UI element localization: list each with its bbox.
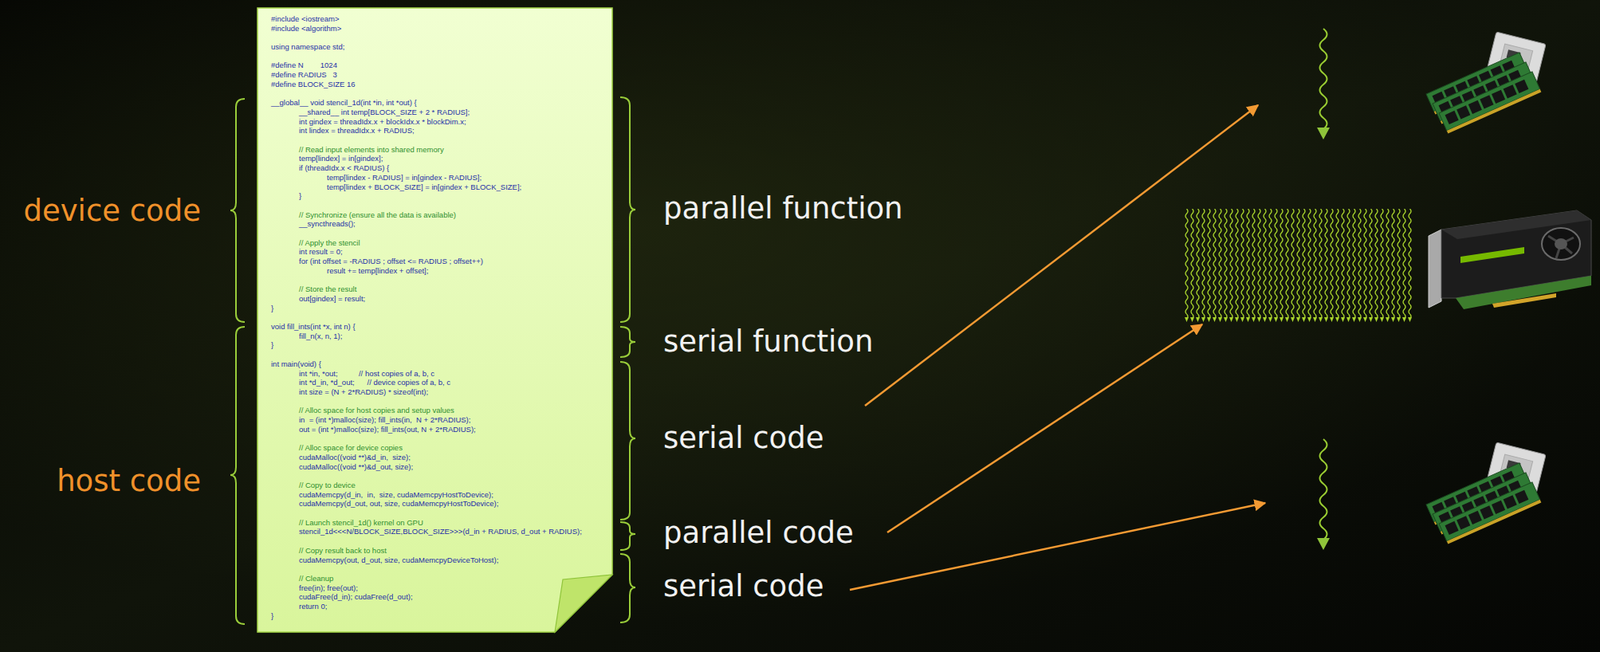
thread-arrowhead (1316, 538, 1330, 551)
brace (620, 361, 636, 520)
code-line: using namespace std; (271, 42, 345, 52)
code-comment: // Cleanup (271, 573, 334, 584)
pointer-arrow (887, 324, 1203, 533)
code-line: #define RADIUS 3 (271, 70, 338, 80)
section-label: host code (56, 463, 201, 500)
code-line: result += temp[lindex + offset]; (271, 266, 429, 276)
cpu-ram-picture (1426, 31, 1546, 134)
code-line: in = (int *)malloc(size); fill_ints(in, … (271, 415, 471, 425)
card-contacts (1492, 293, 1557, 308)
code-line: temp[lindex - RADIUS] = in[gindex - RADI… (271, 172, 482, 183)
code-comment: // Apply the stencil (271, 238, 361, 248)
brace-label: serial function (663, 324, 873, 360)
code-line: int gindex = threadIdx.x + blockIdx.x * … (271, 117, 467, 127)
code-line: #define BLOCK_SIZE 16 (271, 79, 356, 90)
serial-thread (1320, 439, 1328, 540)
code-line: #include <iostream> (271, 14, 340, 24)
code-line: } (271, 303, 274, 314)
code-line: #define N 1024 (271, 60, 338, 71)
code-line: int result = 0; (271, 247, 343, 257)
code-line: int main(void) { (271, 359, 322, 370)
card-stripe (1460, 247, 1525, 264)
code-page: #include <iostream>#include <algorithm> u… (257, 7, 613, 633)
brace-label: parallel function (663, 191, 904, 227)
code-line: int *d_in, *d_out; // device copies of a… (271, 377, 451, 388)
code-line: #include <algorithm> (271, 23, 342, 34)
brace (620, 97, 636, 323)
code-comment: // Alloc space for device copies (271, 443, 403, 453)
code-line: cudaMemcpy(out, d_out, size, cudaMemcpyD… (271, 555, 499, 566)
code-line: out = (int *)malloc(size); fill_ints(out… (271, 424, 476, 435)
code-line: __syncthreads(); (271, 219, 356, 229)
code-line: if (threadIdx.x < RADIUS) { (271, 163, 390, 173)
gpu-card-picture (1428, 210, 1592, 310)
brace-label: serial code (663, 420, 824, 457)
code-comment: // Read input elements into shared memor… (271, 145, 445, 155)
code-line: fill_n(x, n, 1); (271, 331, 343, 342)
code-line: temp[lindex + BLOCK_SIZE] = in[gindex + … (271, 182, 522, 193)
brace (620, 522, 636, 551)
code-line: __global__ void stencil_1d(int *in, int … (271, 98, 417, 108)
code-line: return 0; (271, 601, 327, 612)
brace (230, 98, 245, 323)
brace (620, 554, 636, 623)
code-line: } (271, 340, 274, 350)
brace (230, 326, 245, 625)
code-line: cudaFree(d_in); cudaFree(d_out); (271, 592, 413, 602)
brace (620, 326, 636, 358)
code-comment: // Store the result (271, 284, 357, 295)
parallel-thread-heads (1183, 317, 1413, 324)
code-line: cudaMemcpy(d_in, in, size, cudaMemcpyHos… (271, 490, 494, 500)
fan-blades (1548, 235, 1574, 259)
code-line: for (int offset = -RADIUS ; offset <= RA… (271, 256, 484, 267)
code-line: cudaMemcpy(d_out, out, size, cudaMemcpyH… (271, 499, 499, 509)
code-line: cudaMalloc((void **)&d_in, size); (271, 452, 411, 463)
code-line: temp[lindex] = in[gindex]; (271, 153, 383, 164)
brace-label: serial code (663, 569, 824, 605)
code-line: int lindex = threadIdx.x + RADIUS; (271, 125, 415, 136)
code-line: } (271, 191, 302, 201)
card-pcb (1455, 275, 1592, 310)
code-line: void fill_ints(int *x, int n) { (271, 322, 356, 332)
parallel-threads (1183, 208, 1413, 318)
serial-thread (1320, 28, 1328, 130)
code-line: } (271, 611, 274, 622)
card-fan (1541, 228, 1581, 260)
page-fold (554, 574, 613, 633)
card-bracket (1428, 229, 1442, 308)
fan-hub (1554, 238, 1568, 250)
page-sheet (257, 7, 613, 633)
code-line: out[gindex] = result; (271, 294, 366, 304)
code-comment: // Alloc space for host copies and setup… (271, 405, 455, 416)
code-comment: // Launch stencil_1d() kernel on GPU (271, 518, 424, 528)
code-line: free(in); free(out); (271, 583, 358, 594)
code-line: cudaMalloc((void **)&d_out, size); (271, 462, 413, 472)
pointer-arrow (849, 503, 1266, 590)
code-comment: // Synchronize (ensure all the data is a… (271, 210, 457, 221)
code-line: int *in, *out; // host copies of a, b, c (271, 369, 435, 379)
code-line: int size = (N + 2*RADIUS) * sizeof(int); (271, 387, 429, 398)
section-label: device code (23, 193, 201, 229)
code-line: __shared__ int temp[BLOCK_SIZE + 2 * RAD… (271, 107, 470, 118)
brace-label: parallel code (663, 515, 854, 551)
code-comment: // Copy result back to host (271, 546, 387, 556)
code-comment: // Copy to device (271, 480, 356, 491)
cpu-ram-picture (1426, 442, 1546, 545)
thread-arrowhead (1316, 127, 1330, 140)
code-line: stencil_1d<<<N/BLOCK_SIZE,BLOCK_SIZE>>>(… (271, 526, 582, 537)
